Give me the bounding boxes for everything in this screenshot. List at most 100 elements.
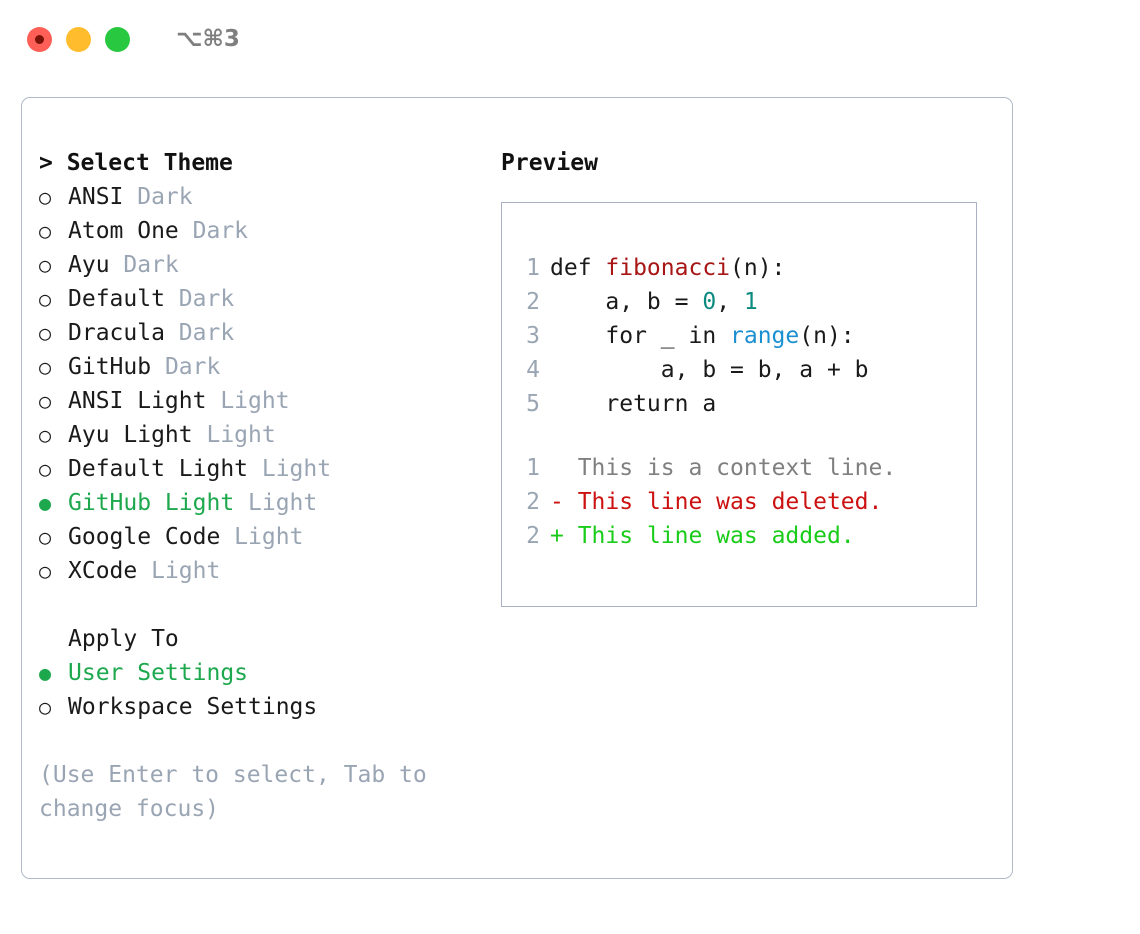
theme-option-label: Google Code <box>68 524 221 550</box>
diff-marker <box>550 451 578 485</box>
theme-option-default-light[interactable]: ○ Default Light Light <box>39 452 489 486</box>
apply-option-user-settings[interactable]: ● User Settings <box>39 656 489 690</box>
code-token: (n): <box>730 255 786 281</box>
diff-line-del: 2- This line was deleted. <box>502 485 976 519</box>
theme-option-ayu-light[interactable]: ○ Ayu Light Light <box>39 418 489 452</box>
theme-option-xcode[interactable]: ○XCode Light <box>39 554 489 588</box>
theme-option-label: ANSI Light <box>68 388 207 414</box>
radio-selected-icon: ● <box>39 491 52 515</box>
focus-caret-icon: > <box>39 150 67 176</box>
theme-option-github-light[interactable]: ● GitHub Light Light <box>39 486 489 520</box>
code-diff-gap <box>502 421 976 451</box>
line-number: 1 <box>526 455 540 481</box>
theme-option-label: Default Light <box>68 456 249 482</box>
diff-sample: 1 This is a context line.2- This line wa… <box>502 451 976 553</box>
diff-line-add: 2+ This line was added. <box>502 519 976 553</box>
radio-unselected-icon: ○ <box>39 389 52 413</box>
keyboard-shortcut-label: ⌥⌘3 <box>176 26 240 52</box>
code-token: fibonacci <box>605 255 731 281</box>
theme-option-label: GitHub Light <box>68 490 235 516</box>
code-token: def <box>550 255 606 281</box>
theme-option-ansi-light[interactable]: ○ ANSI Light Light <box>39 384 489 418</box>
close-button-icon[interactable] <box>27 26 52 52</box>
theme-option-label: Ayu Light <box>68 422 193 448</box>
select-theme-heading: > Select Theme <box>39 146 489 180</box>
diff-marker: - <box>550 489 578 515</box>
theme-option-label: Ayu <box>68 252 110 278</box>
apply-option-label: User Settings <box>68 660 249 686</box>
radio-unselected-icon: ○ <box>39 219 52 243</box>
theme-option-ansi[interactable]: ○ ANSI Dark <box>39 180 489 214</box>
apply-to-list: ● User Settings ○ Workspace Settings <box>39 656 489 724</box>
theme-option-github[interactable]: ○GitHub Dark <box>39 350 489 384</box>
theme-variant-badge: Dark <box>178 218 249 244</box>
theme-variant-badge: Dark <box>164 286 235 312</box>
apply-option-workspace-settings[interactable]: ○ Workspace Settings <box>39 690 489 724</box>
code-token: , <box>716 289 744 315</box>
code-token: (n): <box>799 323 855 349</box>
theme-option-label: GitHub <box>68 354 152 380</box>
theme-list: ○ANSI Dark○Atom One Dark○Ayu Dark○Defaul… <box>39 180 489 588</box>
code-line: 1 def fibonacci(n): <box>502 251 976 285</box>
line-number: 5 <box>526 391 540 417</box>
theme-variant-badge: Light <box>206 388 290 414</box>
radio-unselected-icon: ○ <box>39 457 52 481</box>
diff-text: This is a context line. <box>577 455 897 481</box>
theme-option-google-code[interactable]: ○ Google Code Light <box>39 520 489 554</box>
theme-variant-badge: Light <box>220 524 304 550</box>
radio-selected-icon: ● <box>39 661 52 685</box>
theme-option-atom-one[interactable]: ○Atom One Dark <box>39 214 489 248</box>
theme-option-dracula[interactable]: ○ Dracula Dark <box>39 316 489 350</box>
theme-option-label: Dracula <box>68 320 165 346</box>
theme-variant-badge: Light <box>248 456 332 482</box>
radio-unselected-icon: ○ <box>39 185 52 209</box>
apply-option-label: Workspace Settings <box>68 694 318 720</box>
theme-variant-badge: Light <box>192 422 276 448</box>
code-token: 0 <box>702 289 717 315</box>
radio-unselected-icon: ○ <box>39 287 52 311</box>
select-theme-heading-label: Select Theme <box>66 150 233 176</box>
theme-option-ayu[interactable]: ○Ayu Dark <box>39 248 489 282</box>
code-token: a, b = b, a + b <box>550 357 869 383</box>
maximize-button-icon[interactable] <box>105 26 130 52</box>
line-number: 4 <box>526 357 540 383</box>
diff-text: This line was added. <box>577 523 855 549</box>
code-token: return a <box>550 391 717 417</box>
line-number: 2 <box>526 289 540 315</box>
theme-variant-badge: Dark <box>164 320 235 346</box>
preview-heading: Preview <box>501 150 598 176</box>
main-panel: > Select Theme ○ANSI Dark○Atom One Dark○… <box>21 97 1013 879</box>
line-number: 1 <box>526 255 540 281</box>
radio-unselected-icon: ○ <box>39 695 52 719</box>
theme-variant-badge: Dark <box>151 354 221 380</box>
theme-option-default[interactable]: ○Default Dark <box>39 282 489 316</box>
recording-dot-icon <box>35 34 44 44</box>
keyboard-hint-text: (Use Enter to select, Tab to change focu… <box>39 762 427 822</box>
radio-unselected-icon: ○ <box>39 525 52 549</box>
theme-option-label: XCode <box>68 558 138 584</box>
theme-variant-badge: Dark <box>123 184 193 210</box>
theme-variant-badge: Light <box>234 490 318 516</box>
apply-to-heading: Apply To <box>68 626 179 652</box>
diff-line-ctx: 1 This is a context line. <box>502 451 976 485</box>
radio-unselected-icon: ○ <box>39 321 52 345</box>
theme-selector-column: > Select Theme ○ANSI Dark○Atom One Dark○… <box>39 146 489 826</box>
diff-marker: + <box>550 523 578 549</box>
line-number: 3 <box>526 323 540 349</box>
minimize-button-icon[interactable] <box>66 26 91 52</box>
radio-unselected-icon: ○ <box>39 559 52 583</box>
code-token: for _ in <box>550 323 731 349</box>
code-token: a, b = <box>550 289 703 315</box>
list-spacer <box>39 588 489 622</box>
code-line: 2 a, b = 0, 1 <box>502 285 976 319</box>
code-token: range <box>730 323 800 349</box>
radio-unselected-icon: ○ <box>39 423 52 447</box>
code-line: 4 a, b = b, a + b <box>502 353 976 387</box>
code-line: 5 return a <box>502 387 976 421</box>
theme-option-label: ANSI <box>68 184 124 210</box>
theme-variant-badge: Dark <box>109 252 179 278</box>
